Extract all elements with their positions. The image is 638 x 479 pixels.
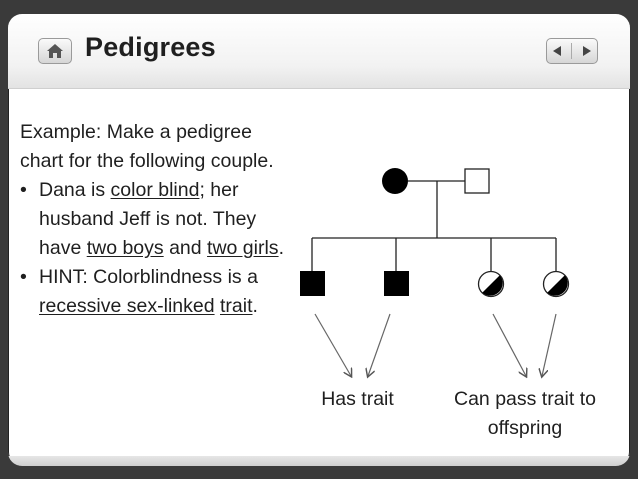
bullet-dana-part4: . (278, 237, 284, 259)
bullet-hint-part1: HINT: Colorblindness is a (39, 266, 258, 288)
daughter-carrier-2 (542, 270, 570, 298)
page-title: Pedigrees (85, 32, 216, 62)
bullet-hint: HINT: Colorblindness is a recessive sex-… (20, 263, 290, 321)
intro-text: Example: Make a pedigree chart for the f… (20, 121, 274, 172)
underlined-two-boys: two boys (86, 237, 164, 259)
underlined-color-blind: color blind (110, 179, 200, 201)
underlined-recessive-sex-linked: recessive sex-linked (39, 295, 215, 317)
daughter-carrier-1 (477, 270, 505, 298)
slide-body-text: Example: Make a pedigree chart for the f… (20, 118, 290, 321)
slide-nav (546, 38, 598, 64)
mother-affected (382, 168, 408, 194)
father-unaffected (464, 168, 490, 194)
bullet-dana-part2: ; her husband Jeff is not. They have (39, 179, 257, 259)
label-can-pass-trait: Can pass trait to offspring (430, 385, 620, 443)
bullet-hint-part3: . (252, 295, 258, 317)
arrow-daughter-1 (492, 313, 526, 376)
next-button[interactable] (582, 45, 592, 57)
pedigree-chart (288, 154, 575, 454)
son-affected-1 (300, 271, 325, 296)
slide-header: Pedigrees (8, 14, 630, 89)
underlined-two-girls: two girls (207, 237, 279, 259)
bullet-dana: Dana is color blind; her husband Jeff is… (20, 176, 290, 263)
triangle-right-icon (583, 46, 592, 56)
arrow-son-2 (368, 313, 391, 376)
slide-footer (8, 456, 630, 466)
arrow-son-1 (314, 313, 351, 376)
triangle-left-icon (552, 46, 561, 56)
bullet-dana-part3: and (163, 237, 208, 259)
label-has-trait: Has trait (300, 385, 415, 416)
bullet-dana-part1: Dana is (39, 179, 111, 201)
nav-divider (571, 43, 573, 59)
home-icon (47, 44, 63, 58)
arrow-daughter-2 (542, 313, 557, 376)
prev-button[interactable] (552, 45, 562, 57)
slide: Pedigrees Example: Make a pedigree chart… (8, 14, 630, 466)
pedigree-diagram: Has trait Can pass trait to offspring (288, 154, 628, 454)
underlined-trait: trait (220, 295, 253, 317)
home-button[interactable] (38, 38, 72, 64)
son-affected-2 (384, 271, 409, 296)
